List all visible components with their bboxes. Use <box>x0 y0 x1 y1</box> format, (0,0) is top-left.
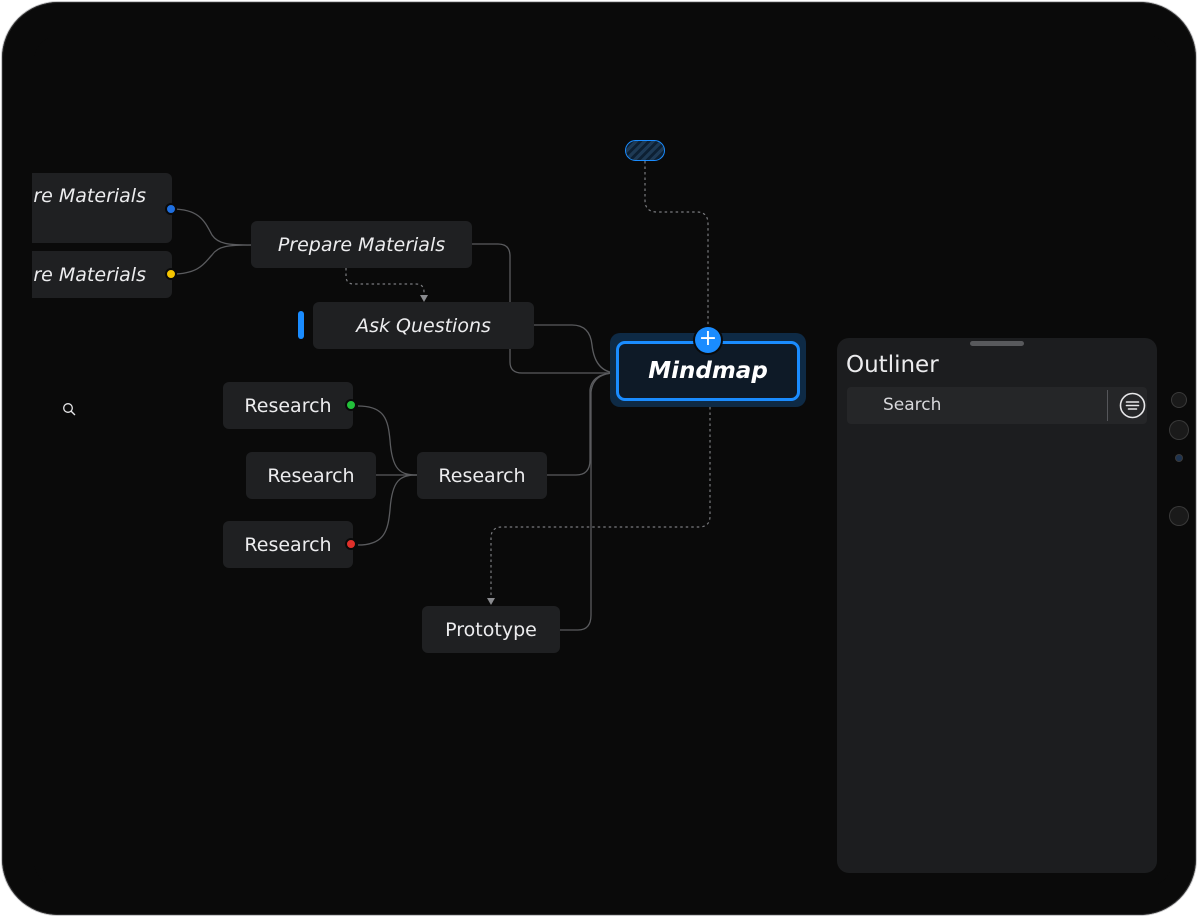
search-input[interactable]: Search <box>847 387 1147 424</box>
node-prepare-materials[interactable]: Prepare Materials <box>251 221 472 268</box>
node-left-top[interactable]: re Materials <box>32 173 172 243</box>
arrow-ask <box>420 295 428 302</box>
dashed-link-central-prototype <box>490 407 711 603</box>
node-label: re Materials <box>33 185 146 207</box>
add-child-button[interactable]: + <box>695 327 721 353</box>
magnifier-icon[interactable] <box>62 402 76 416</box>
node-label: Research <box>438 464 526 487</box>
hardware-button <box>1172 393 1186 407</box>
dashed-link-pill <box>644 161 709 327</box>
link-prototype-central <box>560 372 617 631</box>
node-research-bottom[interactable]: Research <box>223 521 353 568</box>
link-research-bottom <box>357 474 418 546</box>
drag-handle[interactable] <box>970 341 1024 346</box>
node-label: Ask Questions <box>356 314 491 337</box>
camera-sensor <box>1176 455 1182 461</box>
link-left-top <box>171 208 253 246</box>
node-ask-questions[interactable]: Ask Questions <box>313 302 534 349</box>
panel-title: Outliner <box>846 352 939 378</box>
selection-indicator <box>298 311 304 339</box>
node-label: Research <box>267 464 355 487</box>
floating-node-pill[interactable] <box>625 140 665 161</box>
status-dot-yellow <box>165 268 177 280</box>
link-research-top <box>357 405 418 476</box>
node-label: Prepare Materials <box>277 233 446 256</box>
status-dot-red <box>345 538 357 550</box>
status-dot-green <box>345 399 357 411</box>
hardware-button <box>1170 421 1188 439</box>
node-label: Research <box>244 394 332 417</box>
search-placeholder: Search <box>883 395 942 415</box>
node-label: Prototype <box>445 618 537 641</box>
node-research-top[interactable]: Research <box>223 382 353 429</box>
node-label: re Materials <box>33 263 146 286</box>
dashed-link-prepare-ask <box>345 268 425 300</box>
node-research-center[interactable]: Research <box>417 452 547 499</box>
hardware-button <box>1170 507 1188 525</box>
status-dot-blue <box>165 203 177 215</box>
arrow-prototype <box>487 598 495 605</box>
search-divider <box>1107 390 1108 421</box>
link-ask-central <box>534 324 617 374</box>
outliner-panel: Outliner Search <box>837 338 1157 873</box>
node-label: Mindmap <box>648 358 768 384</box>
filter-list-icon[interactable] <box>1119 392 1146 419</box>
node-prototype[interactable]: Prototype <box>422 606 560 653</box>
link-research-central <box>547 372 617 476</box>
node-label: Research <box>244 533 332 556</box>
node-research-middle[interactable]: Research <box>246 452 376 499</box>
node-left-bottom[interactable]: re Materials <box>32 251 172 298</box>
plus-icon: + <box>698 326 718 351</box>
link-left-bottom <box>171 244 253 275</box>
